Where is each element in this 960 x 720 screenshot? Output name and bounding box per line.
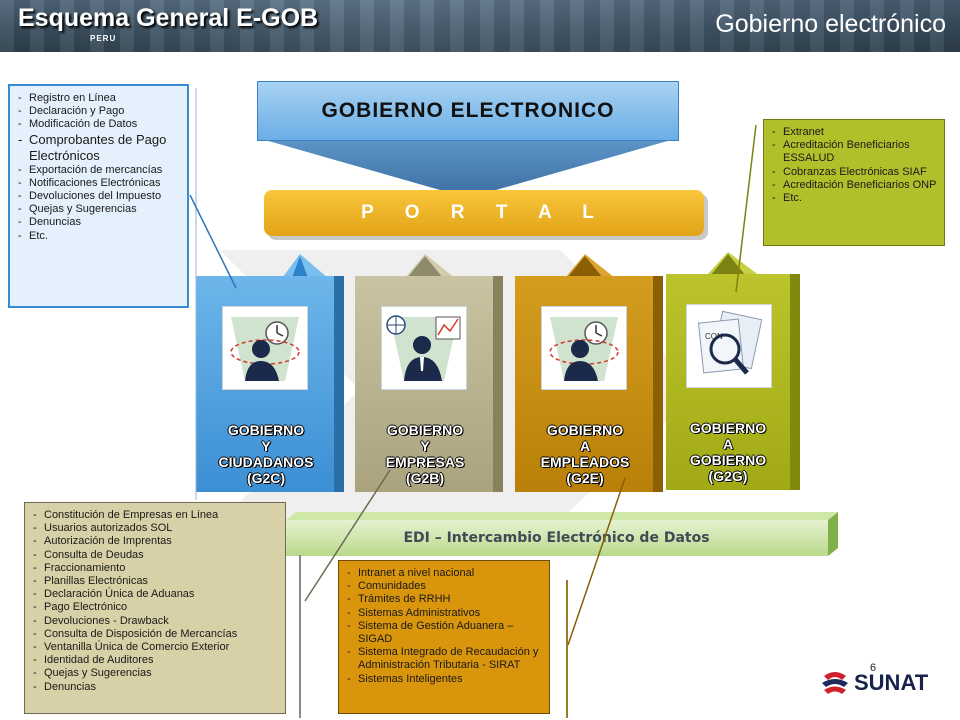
pillar-label-line: A: [579, 438, 591, 454]
pillar-label-line: Y: [420, 438, 430, 454]
pillar-label-line: EMPLEADOS: [540, 454, 630, 470]
pillar-g2c: GOBIERNO Y CIUDADANOS (G2C): [196, 252, 346, 504]
slide-subtitle: Gobierno electrónico: [715, 10, 946, 38]
list-item: Planillas Electrónicas: [33, 575, 279, 588]
pillar-roof: [355, 254, 493, 282]
contract-magnifier-icon: CON: [686, 304, 772, 388]
list-item: Extranet: [772, 126, 938, 139]
header-background-photo: [0, 0, 960, 52]
list-item: Trámites de RRHH: [347, 593, 543, 606]
person-clock-icon: [222, 306, 308, 390]
down-arrow: [258, 138, 678, 198]
slide-title: Esquema General E-GOB: [18, 4, 319, 32]
list-item: Acreditación Beneficiarios ESSALUD: [772, 139, 938, 165]
employee-clock-icon: [541, 306, 627, 390]
pillar-label-line: (G2E): [566, 470, 604, 486]
edi-bevel: [286, 512, 838, 556]
pillar-g2b: GOBIERNO Y EMPRESAS (G2B): [355, 252, 505, 504]
pillar-label-line: GOBIERNO: [546, 422, 624, 438]
pillar-label-g2e: GOBIERNO A EMPLEADOS (G2E): [515, 422, 655, 486]
gobierno-electronico-title: GOBIERNO ELECTRONICO: [257, 81, 679, 141]
pillar-label-g2g: GOBIERNO A GOBIERNO (G2G): [666, 420, 790, 484]
list-item: Registro en Línea: [18, 92, 181, 105]
list-item: Declaración Única de Aduanas: [33, 588, 279, 601]
edi-bar: EDI – Intercambio Electrónico de Datos: [285, 520, 828, 556]
peru-mark: PERU: [90, 34, 117, 43]
pillar-label-line: CIUDADANOS: [218, 454, 314, 470]
list-item: Etc.: [18, 230, 181, 243]
pillar-side: [493, 276, 503, 492]
pillar-side: [790, 274, 800, 490]
pillar-label-line: Y: [261, 438, 271, 454]
list-item: Pago Electrónico: [33, 601, 279, 614]
list-item: Sistemas Administrativos: [347, 607, 543, 620]
list-item: Sistemas Inteligentes: [347, 673, 543, 686]
list-item: Constitución de Empresas en Línea: [33, 509, 279, 522]
list-item: Consulta de Disposición de Mercancías: [33, 628, 279, 641]
list-item: Denuncias: [33, 681, 279, 694]
pillar-label-line: (G2C): [246, 470, 286, 486]
list-item: Modificación de Datos: [18, 118, 181, 131]
pillar-side: [334, 276, 344, 492]
pillar-side: [653, 276, 663, 492]
list-item: Identidad de Auditores: [33, 654, 279, 667]
list-item: Quejas y Sugerencias: [33, 667, 279, 680]
g2g-services-box: Extranet Acreditación Beneficiarios ESSA…: [763, 119, 945, 246]
list-item: Usuarios autorizados SOL: [33, 522, 279, 535]
businessman-chart-icon: [381, 306, 467, 390]
list-item: Etc.: [772, 192, 938, 205]
list-item: Fraccionamiento: [33, 562, 279, 575]
pillar-label-line: GOBIERNO: [689, 420, 767, 436]
header-banner: Esquema General E-GOB PERU Gobierno elec…: [0, 0, 960, 52]
pillar-label-line: GOBIERNO: [689, 452, 767, 468]
list-item: Denuncias: [18, 216, 181, 229]
pillar-label-line: EMPRESAS: [385, 454, 465, 470]
list-item: Sistema de Gestión Aduanera – SIGAD: [347, 620, 543, 646]
portal-bar: P O R T A L: [264, 190, 704, 236]
list-item: Devoluciones - Drawback: [33, 615, 279, 628]
pillar-label-line: (G2G): [708, 468, 748, 484]
pillar-roof: [515, 254, 653, 282]
list-item: Notificaciones Electrónicas: [18, 177, 181, 190]
pillar-label-line: GOBIERNO: [386, 422, 464, 438]
g2c-services-box: Registro en Línea Declaración y Pago Mod…: [8, 84, 189, 308]
sunat-logo-text: SUNAT: [854, 670, 929, 695]
page-number: 6: [870, 662, 877, 674]
sunat-logo: SUNAT: [818, 668, 938, 698]
list-item: Autorización de Imprentas: [33, 535, 279, 548]
pillar-roof: [196, 254, 334, 282]
svg-text:CON: CON: [705, 332, 723, 341]
pillar-label-line: (G2B): [405, 470, 445, 486]
pillar-g2g: CON GOBIERNO A GOBIERNO (G2G): [666, 250, 802, 500]
sunat-emblem-icon: [822, 672, 848, 694]
list-item: Ventanilla Única de Comercio Exterior: [33, 641, 279, 654]
list-item: Acreditación Beneficiarios ONP: [772, 179, 938, 192]
g2b-services-box: Constitución de Empresas en Línea Usuari…: [24, 502, 286, 714]
list-item: Exportación de mercancías: [18, 164, 181, 177]
pillar-label-g2c: GOBIERNO Y CIUDADANOS (G2C): [196, 422, 336, 486]
pillar-label-g2b: GOBIERNO Y EMPRESAS (G2B): [355, 422, 495, 486]
g2e-services-box: Intranet a nivel nacional Comunidades Tr…: [338, 560, 550, 714]
list-item: Quejas y Sugerencias: [18, 203, 181, 216]
pillar-label-line: A: [722, 436, 734, 452]
list-item: Devoluciones del Impuesto: [18, 190, 181, 203]
pillar-label-line: GOBIERNO: [227, 422, 305, 438]
list-item: Consulta de Deudas: [33, 549, 279, 562]
list-item: Cobranzas Electrónicas SIAF: [772, 166, 938, 179]
list-item: Comunidades: [347, 580, 543, 593]
list-item: Comprobantes de Pago Electrónicos: [18, 132, 181, 164]
list-item: Declaración y Pago: [18, 105, 181, 118]
list-item: Sistema Integrado de Recaudación y Admin…: [347, 646, 543, 672]
list-item: Intranet a nivel nacional: [347, 567, 543, 580]
pillar-g2e: GOBIERNO A EMPLEADOS (G2E): [515, 252, 665, 504]
